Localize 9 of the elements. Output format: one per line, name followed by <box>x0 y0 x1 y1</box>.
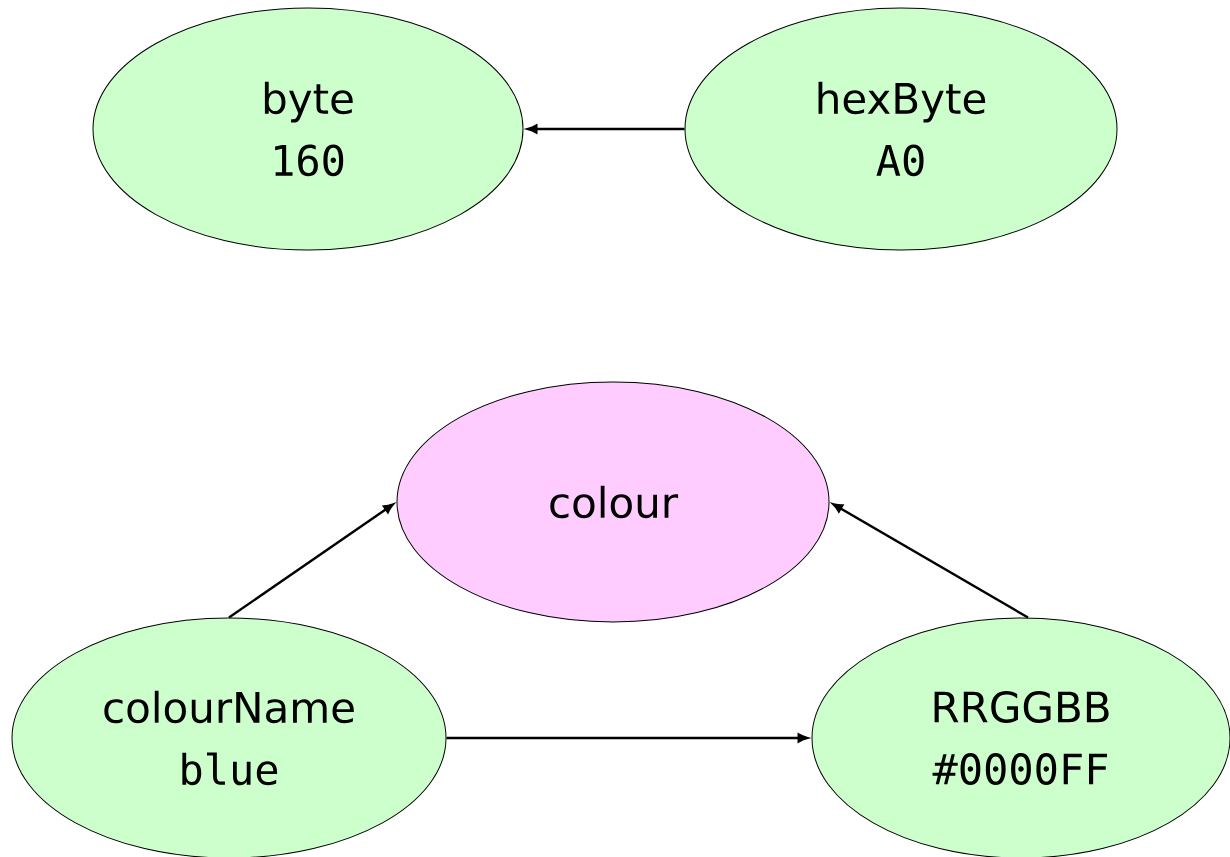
ellipse-node: hexByte A0 <box>684 7 1118 251</box>
arrow <box>446 733 808 743</box>
ellipse-node: colourName blue <box>11 617 447 857</box>
arrow <box>228 503 394 619</box>
arrow <box>832 503 1029 619</box>
ellipse-node: RRGGBB #0000FF <box>811 617 1230 857</box>
ellipse-node: byte 160 <box>92 7 524 251</box>
ellipse-node: colour <box>396 381 830 623</box>
arrow <box>527 124 685 134</box>
